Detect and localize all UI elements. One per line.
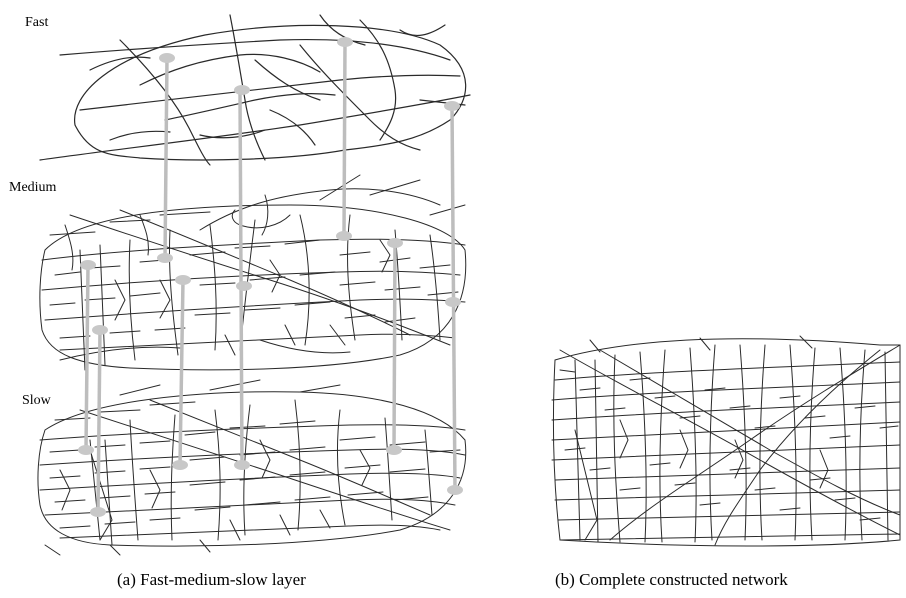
caption-panel-b: (b) Complete constructed network — [555, 570, 788, 589]
connector-nodes — [78, 37, 463, 517]
panel-a-diagram — [37, 14, 471, 556]
medium-layer-label: Medium — [9, 180, 57, 195]
panel-b-network — [551, 335, 901, 547]
slow-layer-label: Slow — [22, 393, 51, 408]
caption-panel-a: (a) Fast-medium-slow layer — [117, 570, 306, 589]
fast-layer-network — [39, 14, 471, 166]
medium-layer-network — [39, 174, 467, 371]
fast-layer-label: Fast — [25, 15, 49, 30]
layer-connectors — [84, 41, 457, 513]
slow-layer-network — [37, 379, 467, 556]
